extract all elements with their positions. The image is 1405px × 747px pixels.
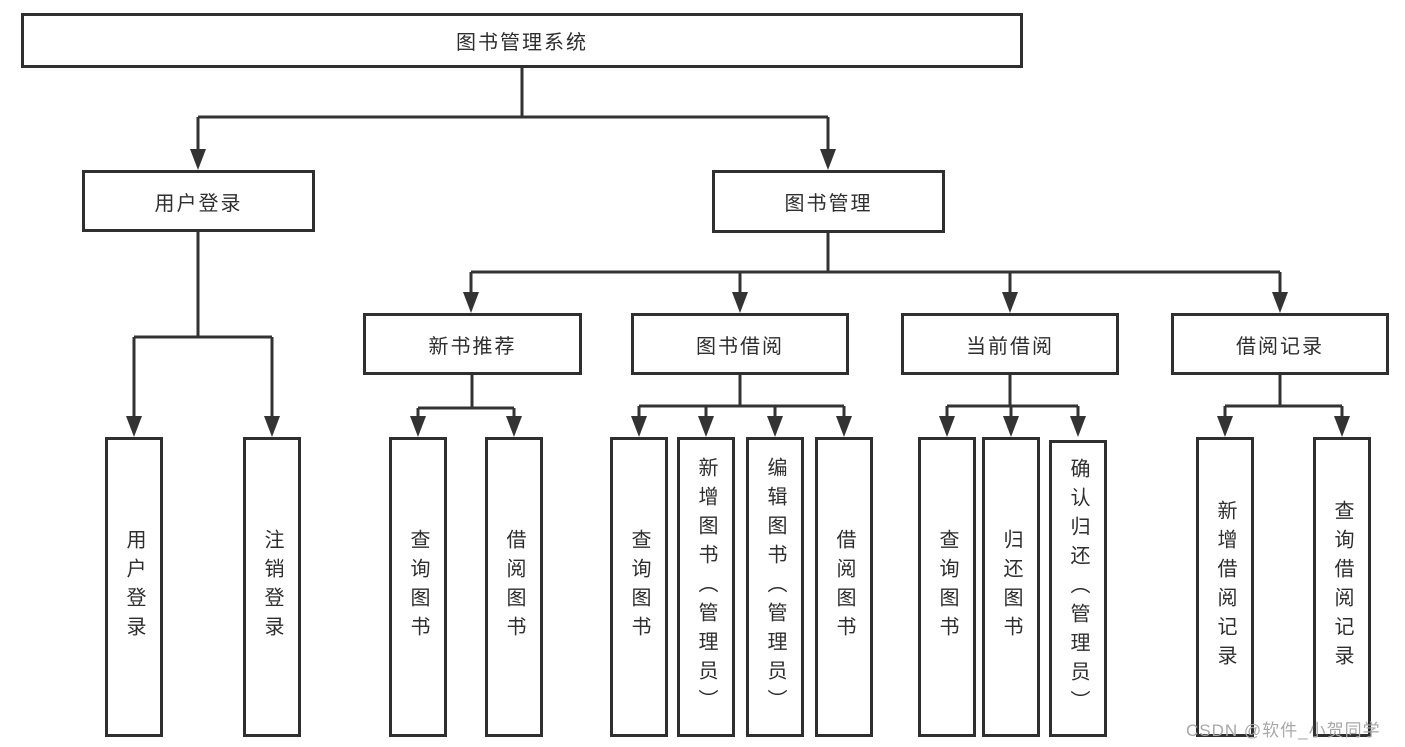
leaf-return-books: 归还图书 bbox=[982, 437, 1040, 737]
leaf-label: 用户登录 bbox=[123, 529, 145, 645]
leaf-confirm-return-admin: 确认归还（管理员） bbox=[1049, 440, 1107, 737]
node-current-borrowing: 当前借阅 bbox=[901, 313, 1119, 375]
leaf-label: 查询图书 bbox=[936, 529, 958, 645]
csdn-watermark: CSDN @软件_小贺同学 bbox=[1186, 721, 1381, 740]
leaf-borrow-books: 借阅图书 bbox=[485, 437, 543, 737]
leaf-label: 查询图书 bbox=[407, 529, 429, 645]
leaf-label: 查询借阅记录 bbox=[1331, 500, 1353, 674]
leaf-label: 借阅图书 bbox=[833, 529, 855, 645]
leaf-label: 借阅图书 bbox=[503, 529, 525, 645]
leaf-query-books-2: 查询图书 bbox=[610, 437, 668, 737]
leaf-query-borrow-record: 查询借阅记录 bbox=[1313, 437, 1371, 737]
leaf-label: 注销登录 bbox=[261, 529, 283, 645]
node-label: 图书管理系统 bbox=[456, 32, 588, 54]
node-label: 借阅记录 bbox=[1236, 335, 1324, 358]
node-label: 图书借阅 bbox=[696, 335, 784, 358]
leaf-label: 新增图书（管理员） bbox=[695, 456, 717, 718]
node-new-book-recommendation: 新书推荐 bbox=[363, 313, 582, 375]
node-book-management: 图书管理 bbox=[712, 170, 945, 233]
leaf-label: 新增借阅记录 bbox=[1214, 500, 1236, 674]
leaf-label: 确认归还（管理员） bbox=[1067, 458, 1089, 719]
leaf-label: 归还图书 bbox=[1000, 529, 1022, 645]
leaf-add-books-admin: 新增图书（管理员） bbox=[677, 437, 735, 737]
node-label: 当前借阅 bbox=[966, 335, 1054, 358]
node-label: 新书推荐 bbox=[428, 335, 517, 358]
leaf-label: 编辑图书（管理员） bbox=[764, 456, 786, 718]
node-label: 图书管理 bbox=[784, 193, 873, 215]
leaf-query-books: 查询图书 bbox=[389, 437, 447, 737]
node-label: 用户登录 bbox=[154, 192, 243, 215]
leaf-logout: 注销登录 bbox=[243, 437, 301, 737]
leaf-borrow-books-2: 借阅图书 bbox=[815, 437, 873, 737]
leaf-query-books-3: 查询图书 bbox=[918, 437, 976, 737]
node-book-borrowing: 图书借阅 bbox=[631, 313, 849, 375]
leaf-add-borrow-record: 新增借阅记录 bbox=[1196, 437, 1254, 737]
node-user-login: 用户登录 bbox=[82, 170, 315, 232]
node-borrowing-records: 借阅记录 bbox=[1171, 313, 1389, 375]
leaf-user-login: 用户登录 bbox=[105, 437, 163, 737]
node-library-system: 图书管理系统 bbox=[21, 13, 1023, 68]
leaf-label: 查询图书 bbox=[628, 529, 650, 645]
leaf-edit-books-admin: 编辑图书（管理员） bbox=[746, 437, 804, 737]
